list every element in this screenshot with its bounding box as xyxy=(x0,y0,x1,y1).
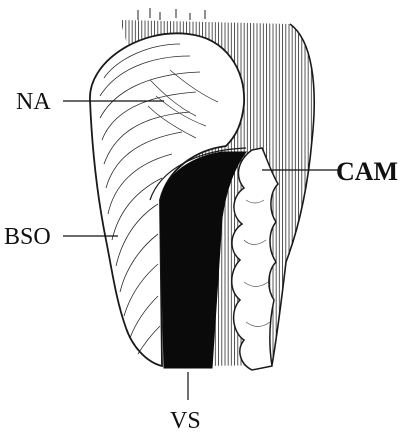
label-vs: VS xyxy=(170,408,201,434)
label-bso: BSO xyxy=(4,224,51,250)
label-na: NA xyxy=(16,89,51,115)
label-cam: CAM xyxy=(336,157,398,186)
